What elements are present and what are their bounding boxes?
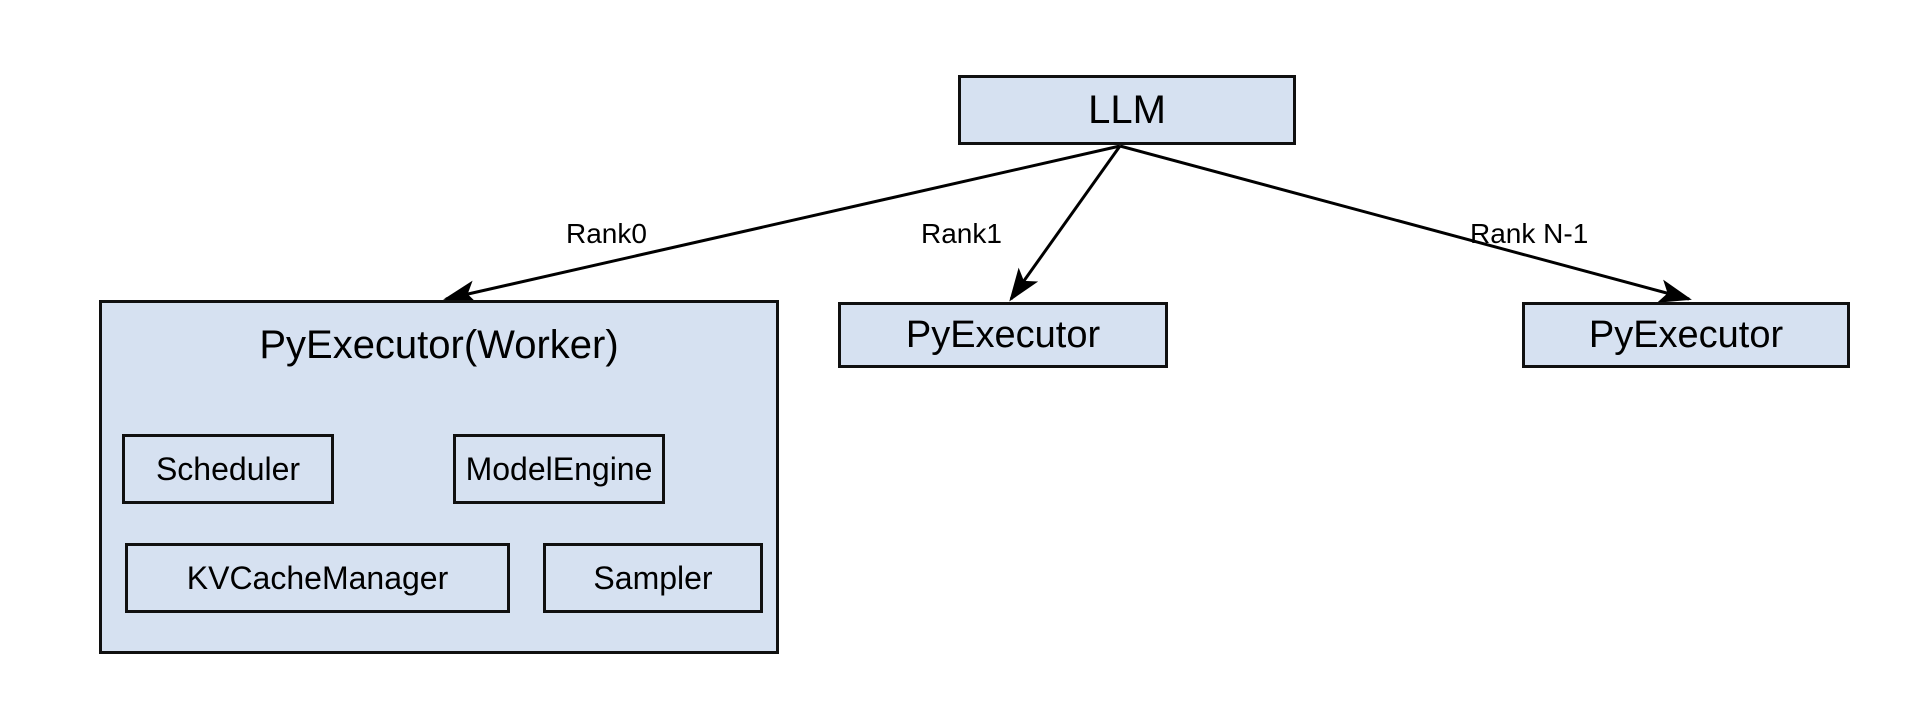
node-llm[interactable]: LLM — [958, 75, 1296, 145]
node-pyexecutor-rank1[interactable]: PyExecutor — [838, 302, 1168, 368]
edge-llm-to-pyexecutor-rankn — [1119, 144, 1692, 303]
node-pyexecutor-worker-label: PyExecutor(Worker) — [259, 323, 619, 367]
node-scheduler-label: Scheduler — [155, 451, 301, 487]
edge-label-rank0: Rank0 — [566, 218, 647, 249]
edge-label-rank-n-1: Rank N-1 — [1470, 218, 1589, 249]
node-sampler[interactable]: Sampler — [543, 543, 763, 613]
edge-label-rank1: Rank1 — [921, 218, 1002, 249]
node-pyexecutor-rank-n-1-label: PyExecutor — [1588, 314, 1784, 356]
node-sampler-label: Sampler — [593, 560, 713, 596]
node-model-engine[interactable]: ModelEngine — [453, 434, 665, 504]
node-pyexecutor-rank1-label: PyExecutor — [905, 314, 1101, 356]
node-scheduler[interactable]: Scheduler — [122, 434, 334, 504]
node-llm-label: LLM — [1088, 88, 1166, 132]
node-pyexecutor-rank-n-1[interactable]: PyExecutor — [1522, 302, 1850, 368]
edge-llm-to-pyexecutor-rank1 — [1009, 145, 1122, 302]
node-kv-cache-manager-label: KVCacheManager — [186, 560, 449, 596]
node-model-engine-label: ModelEngine — [465, 451, 653, 487]
node-kv-cache-manager[interactable]: KVCacheManager — [125, 543, 510, 613]
edge-llm-to-worker — [443, 144, 1121, 305]
